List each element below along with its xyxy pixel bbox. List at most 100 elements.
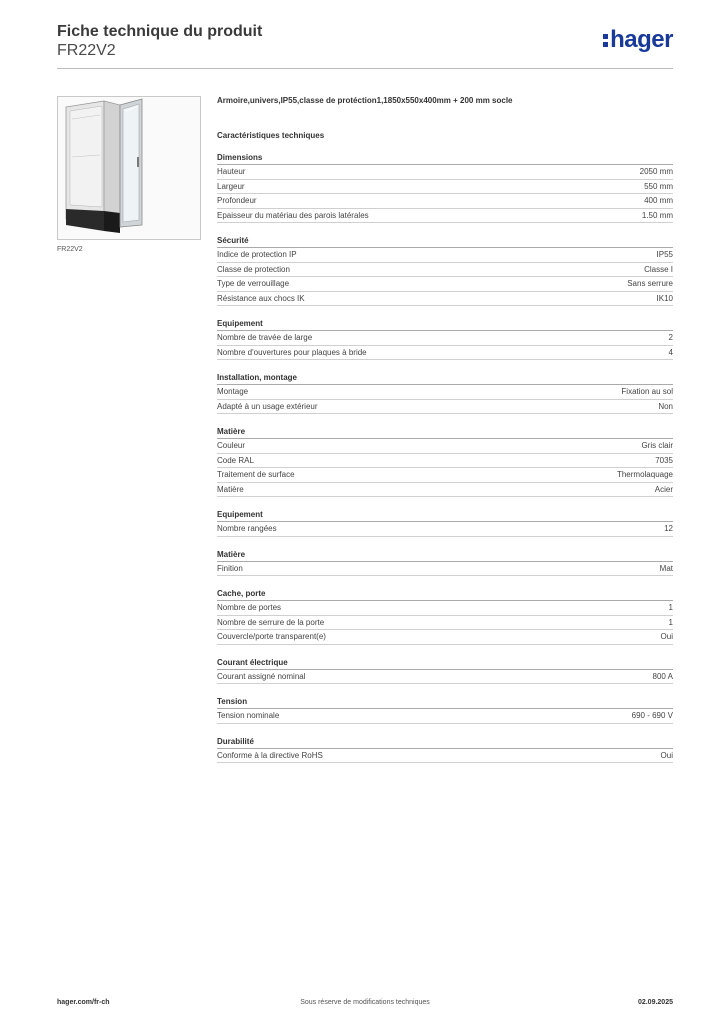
spec-row: Résistance aux chocs IK IK10 bbox=[217, 292, 673, 306]
spec-label: Nombre de travée de large bbox=[217, 333, 313, 342]
spec-value: IP55 bbox=[656, 250, 673, 259]
section-title: Durabilité bbox=[217, 737, 673, 749]
spec-value: Fixation au sol bbox=[621, 387, 673, 396]
spec-value: Oui bbox=[660, 632, 673, 641]
spec-label: Epaisseur du matériau des parois latéral… bbox=[217, 210, 369, 220]
logo-text: hager bbox=[610, 26, 673, 53]
section-title: Dimensions bbox=[217, 153, 673, 165]
spec-row: Couvercle/porte transparent(e) Oui bbox=[217, 630, 673, 645]
spec-row: Nombre d'ouvertures pour plaques à bride… bbox=[217, 346, 673, 360]
spec-value: Sans serrure bbox=[627, 279, 673, 288]
spec-label: Nombre d'ouvertures pour plaques à bride bbox=[217, 347, 367, 357]
spec-label: Résistance aux chocs IK bbox=[217, 293, 305, 303]
spec-value: 12 bbox=[664, 524, 673, 533]
spec-label: Traitement de surface bbox=[217, 470, 295, 479]
logo-dots-icon bbox=[603, 30, 609, 48]
spec-label: Hauteur bbox=[217, 167, 246, 176]
spec-row: Tension nominale 690 - 690 V bbox=[217, 709, 673, 724]
spec-row: Classe de protection Classe I bbox=[217, 263, 673, 277]
spec-row: Couleur Gris clair bbox=[217, 439, 673, 454]
image-caption: FR22V2 bbox=[57, 246, 83, 253]
section-title: Equipement bbox=[217, 510, 673, 522]
spec-label: Couleur bbox=[217, 441, 246, 450]
spec-row: Matière Acier bbox=[217, 483, 673, 497]
spec-row: Largeur 550 mm bbox=[217, 180, 673, 194]
spec-value: Classe I bbox=[644, 264, 673, 274]
spec-label: Tension nominale bbox=[217, 711, 280, 720]
spec-label: Nombre de portes bbox=[217, 603, 282, 612]
spec-label: Largeur bbox=[217, 181, 245, 191]
spec-label: Profondeur bbox=[217, 196, 257, 205]
cabinet-illustration-icon bbox=[65, 98, 143, 233]
spec-row: Profondeur 400 mm bbox=[217, 194, 673, 209]
product-reference: FR22V2 bbox=[57, 42, 116, 59]
footer-date: 02.09.2025 bbox=[637, 999, 673, 1006]
spec-label: Type de verrouillage bbox=[217, 279, 290, 288]
spec-value: 1.50 mm bbox=[641, 210, 673, 220]
section-title: Courant électrique bbox=[217, 658, 673, 670]
spec-row: Montage Fixation au sol bbox=[217, 385, 673, 400]
document-title: Fiche technique du produit bbox=[57, 23, 263, 40]
spec-value: Mat bbox=[659, 563, 673, 573]
section-title: Tension bbox=[217, 697, 673, 709]
spec-value: 1 bbox=[668, 603, 673, 612]
spec-row: Finition Mat bbox=[217, 562, 673, 576]
spec-label: Adapté à un usage extérieur bbox=[217, 401, 318, 411]
spec-label: Nombre rangées bbox=[217, 524, 277, 533]
product-details: Armoire,univers,IP55,classe de protéctio… bbox=[217, 96, 673, 763]
header-divider bbox=[57, 68, 673, 69]
spec-label: Finition bbox=[217, 563, 243, 573]
spec-value: Oui bbox=[660, 750, 673, 760]
spec-row: Nombre de travée de large 2 bbox=[217, 331, 673, 346]
footer-website: hager.com/fr-ch bbox=[57, 999, 110, 1006]
spec-value: IK10 bbox=[656, 293, 673, 303]
spec-value: Acier bbox=[654, 484, 673, 494]
spec-value: Gris clair bbox=[641, 441, 673, 450]
spec-row: Nombre de portes 1 bbox=[217, 601, 673, 616]
spec-label: Classe de protection bbox=[217, 264, 290, 274]
spec-value: 690 - 690 V bbox=[631, 711, 673, 720]
spec-value: 550 mm bbox=[644, 181, 673, 191]
spec-row: Type de verrouillage Sans serrure bbox=[217, 277, 673, 292]
spec-value: 400 mm bbox=[644, 196, 673, 205]
spec-row: Code RAL 7035 bbox=[217, 454, 673, 468]
spec-row: Hauteur 2050 mm bbox=[217, 165, 673, 180]
spec-row: Conforme à la directive RoHS Oui bbox=[217, 749, 673, 763]
technical-characteristics-title: Caractéristiques techniques bbox=[217, 131, 325, 140]
spec-value: 2050 mm bbox=[639, 167, 673, 176]
section-title: Matière bbox=[217, 550, 673, 562]
section-title: Installation, montage bbox=[217, 373, 673, 385]
spec-row: Nombre rangées 12 bbox=[217, 522, 673, 537]
spec-label: Code RAL bbox=[217, 455, 254, 465]
footer-disclaimer: Sous réserve de modifications techniques bbox=[300, 999, 430, 1006]
spec-label: Matière bbox=[217, 484, 244, 494]
hager-logo: hager bbox=[603, 26, 673, 54]
spec-label: Nombre de serrure de la porte bbox=[217, 617, 325, 627]
page-header: Fiche technique du produit FR22V2 hager bbox=[57, 22, 673, 60]
spec-value: 2 bbox=[668, 333, 673, 342]
section-title: Sécurité bbox=[217, 236, 673, 248]
spec-value: 7035 bbox=[655, 455, 673, 465]
spec-label: Montage bbox=[217, 387, 249, 396]
product-image bbox=[57, 96, 201, 240]
spec-label: Couvercle/porte transparent(e) bbox=[217, 632, 326, 641]
section-title: Cache, porte bbox=[217, 589, 673, 601]
spec-label: Conforme à la directive RoHS bbox=[217, 750, 323, 760]
spec-value: 4 bbox=[668, 347, 673, 357]
spec-label: Indice de protection IP bbox=[217, 250, 297, 259]
